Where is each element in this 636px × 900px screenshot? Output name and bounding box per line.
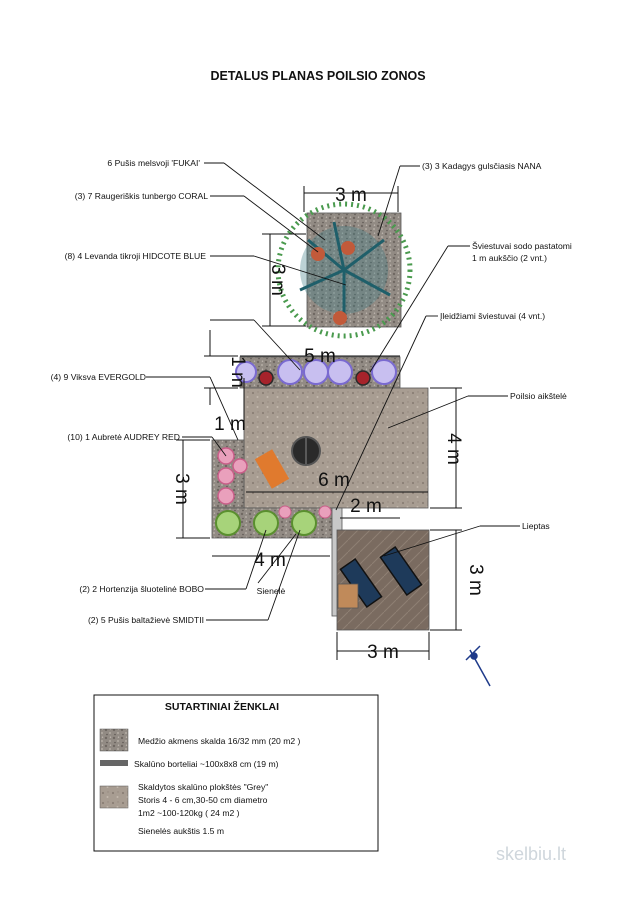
dim-deck-height: 3 m	[465, 564, 486, 596]
dim-bottom-left-width: 4 m	[254, 550, 286, 571]
dimension-lines	[176, 186, 462, 660]
dim-left-height: 3 m	[171, 473, 192, 505]
sunbed	[379, 545, 423, 597]
label-sienele: Sienelė	[257, 586, 286, 596]
juniper-ring	[275, 201, 413, 339]
garden-lamp-icon	[355, 370, 371, 386]
dim-deck-width: 3 m	[367, 642, 399, 663]
label-levanda: (8) 4 Levanda tikroji HIDCOTE BLUE	[65, 251, 207, 261]
legend-gravel-swatch	[99, 728, 129, 752]
legend-item-1: Medžio akmens skalda 16/32 mm (20 m2 )	[138, 736, 301, 746]
dim-platform-height: 4 m	[443, 433, 464, 465]
label-lieptas: Lieptas	[522, 521, 550, 531]
label-raugeriskis: (3) 7 Raugeriškis tunbergo CORAL	[75, 191, 208, 201]
legend-item-3-line-3: 1m2 ~100-120kg ( 24 m2 )	[138, 808, 240, 818]
top-gravel-bed	[306, 212, 402, 328]
label-sviestuvai-1: Šviestuvai sodo pastatomi	[472, 241, 572, 251]
pine-branches	[299, 221, 391, 318]
north-arrow-icon	[465, 645, 491, 687]
barberry-shrub	[341, 241, 355, 255]
bench	[254, 449, 290, 489]
watermark: skelbiu.lt	[496, 844, 566, 864]
label-poilsio: Poilsio aikštelė	[510, 391, 567, 401]
label-kadagys: (3) 3 Kadagys gulsčiasis NANA	[422, 161, 542, 171]
legend-border-swatch	[100, 760, 128, 766]
dim-top-height: 3 m	[267, 264, 288, 296]
dim-one-m: 1 m	[214, 414, 246, 435]
label-aubreta: (10) 1 Aubretė AUDREY RED	[67, 432, 180, 442]
label-viksva: (4) 9 Viksva EVERGOLD	[51, 372, 146, 382]
side-table	[337, 583, 359, 609]
legend-item-3-line-2: Storis 4 - 6 cm,30-50 cm diametro	[138, 795, 268, 805]
barberry-shrub	[311, 247, 325, 261]
legend-item-2: Skalūno borteliai ~100x8x8 cm (19 m)	[134, 759, 279, 769]
garden-lamp-icon	[258, 370, 274, 386]
dim-top-width: 3 m	[335, 185, 367, 206]
label-pusis-smidtii: (2) 5 Pušis baltažievė SMIDTII	[88, 615, 204, 625]
label-sviestuvai-2: 1 m aukščio (2 vnt.)	[472, 253, 547, 263]
label-pusis-fukai: 6 Pušis melsvoji 'FUKAI'	[107, 158, 200, 168]
barberry-shrub	[333, 311, 347, 325]
legend-item-4: Sienelės aukštis 1.5 m	[138, 826, 224, 836]
hortensia-plants	[215, 505, 332, 536]
dim-two-m: 2 m	[350, 496, 382, 517]
rest-platform	[243, 387, 429, 509]
leader-lines	[146, 162, 520, 621]
dim-strip-height: 1 m	[227, 356, 248, 388]
dim-platform-width: 6 m	[318, 470, 350, 491]
plan-title: DETALUS PLANAS POILSIO ZONOS	[210, 69, 425, 83]
lavender-row	[235, 359, 397, 385]
legend-stone-swatch	[99, 785, 129, 809]
legend-title: SUTARTINIAI ŽENKLAI	[165, 700, 279, 713]
label-ileidziami: Įleidžiami šviestuvai (4 vnt.)	[440, 311, 545, 321]
dim-strip-width: 5 m	[304, 346, 336, 367]
label-hortenzija: (2) 2 Hortenzija šluotelinė BOBO	[79, 584, 204, 594]
legend-item-3-line-1: Skaldytos skalūno plokštės "Grey"	[138, 782, 268, 792]
legend-box	[93, 694, 379, 852]
